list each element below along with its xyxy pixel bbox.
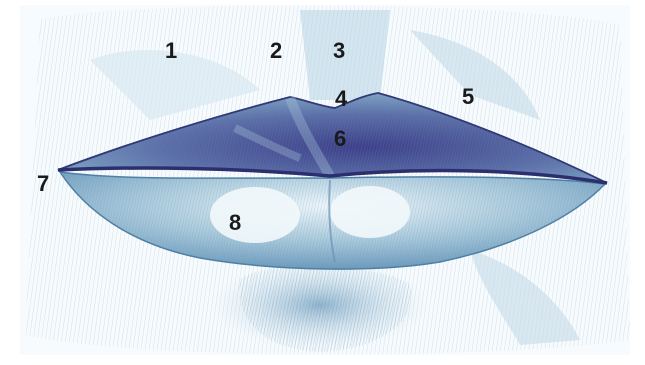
label-5: 5 bbox=[462, 86, 474, 108]
label-3: 3 bbox=[333, 40, 345, 62]
label-7: 7 bbox=[37, 173, 49, 195]
label-2: 2 bbox=[270, 40, 282, 62]
label-4: 4 bbox=[335, 88, 347, 110]
label-1: 1 bbox=[165, 40, 177, 62]
label-8: 8 bbox=[229, 212, 241, 234]
label-6: 6 bbox=[334, 128, 346, 150]
